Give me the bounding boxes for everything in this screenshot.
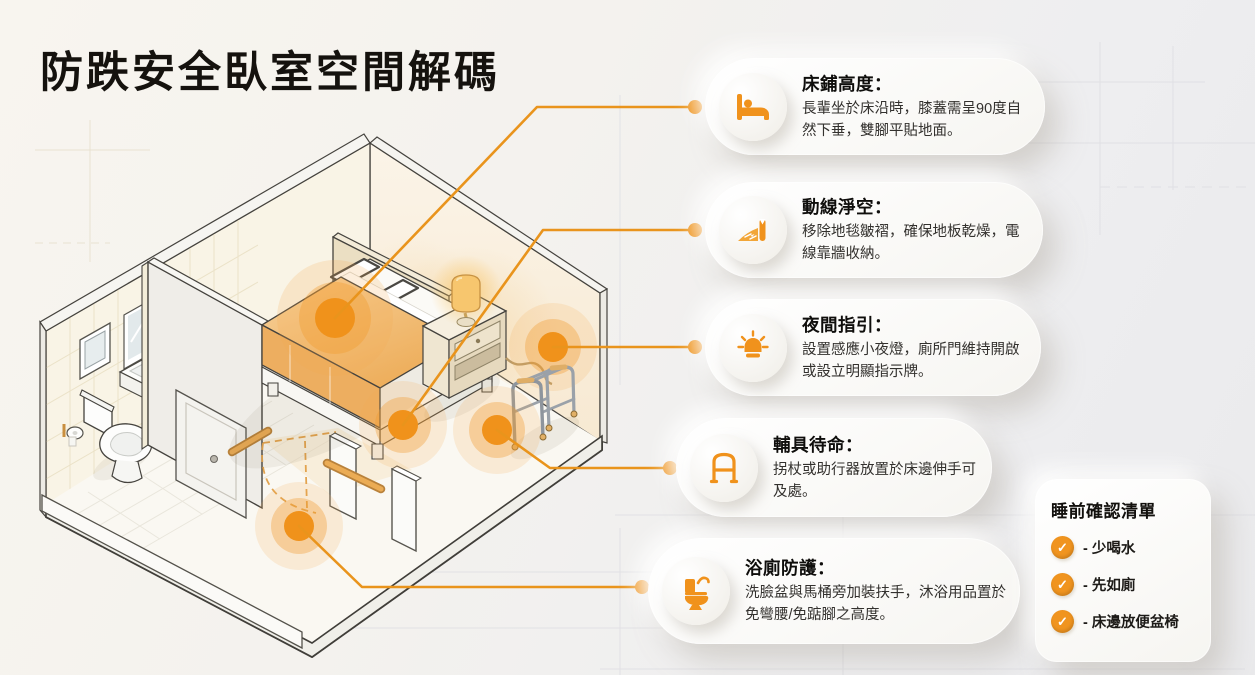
callout-card-path-clear: 動線淨空： 移除地毯皺褶，確保地板乾燥，電線靠牆收納。 xyxy=(705,182,1043,278)
checklist-item-label: - 先如廁 xyxy=(1083,578,1136,594)
checkmark-icon: ✓ xyxy=(1051,536,1074,559)
callout-card-aid-standby: 輔具待命： 拐杖或助行器放置於床邊伸手可及處。 xyxy=(676,418,992,517)
nightstand xyxy=(421,255,553,422)
bed-icon xyxy=(719,72,787,141)
callout-title: 床鋪高度： xyxy=(802,73,892,94)
checklist-item: ✓ - 先如廁 xyxy=(1051,573,1195,596)
callout-body: 拐杖或助行器放置於床邊伸手可及處。 xyxy=(773,461,976,500)
checklist-title: 睡前確認清單 xyxy=(1051,502,1156,521)
checklist-item-label: - 床邊放便盆椅 xyxy=(1083,615,1179,631)
callout-body: 長輩坐於床沿時，膝蓋需呈90度自然下垂，雙腳平貼地面。 xyxy=(802,100,1022,139)
door-grab-bar xyxy=(227,426,273,457)
checklist-item-label: - 少喝水 xyxy=(1083,541,1136,557)
shower-grab-bar xyxy=(322,458,386,494)
callout-title: 輔具待命： xyxy=(773,434,863,455)
callout-card-bath-protect: 浴廁防護： 洗臉盆與馬桶旁加裝扶手，沐浴用品置於免彎腰/免踮腳之高度。 xyxy=(648,538,1020,644)
checkmark-icon: ✓ xyxy=(1051,573,1074,596)
night-light-icon xyxy=(719,313,787,382)
callout-card-bed-height: 床鋪高度： 長輩坐於床沿時，膝蓋需呈90度自然下垂，雙腳平貼地面。 xyxy=(705,58,1045,155)
callout-title: 夜間指引： xyxy=(802,314,892,335)
callout-title: 浴廁防護： xyxy=(745,558,835,579)
callout-body: 設置感應小夜燈，廁所門維持開啟或設立明顯指示牌。 xyxy=(802,341,1020,380)
shower-area xyxy=(261,428,423,553)
checklist-item: ✓ - 床邊放便盆椅 xyxy=(1051,610,1195,633)
bedside-lamp xyxy=(451,274,481,327)
callout-title: 動線淨空： xyxy=(802,197,892,218)
bathroom-partition-wall xyxy=(141,257,273,520)
callout-card-night-guide: 夜間指引： 設置感應小夜燈，廁所門維持開啟或設立明顯指示牌。 xyxy=(705,299,1041,396)
walker-icon xyxy=(690,433,758,502)
shower-glass-panel-2 xyxy=(391,467,417,553)
bathroom-door xyxy=(175,388,247,520)
callout-body: 移除地毯皺褶，確保地板乾燥，電線靠牆收納。 xyxy=(802,224,1020,262)
callout-body: 洗臉盆與馬桶旁加裝扶手，沐浴用品置於免彎腰/免踮腳之高度。 xyxy=(745,585,1006,623)
checklist-item: ✓ - 少喝水 xyxy=(1051,536,1195,559)
walker xyxy=(510,364,580,460)
shower-dashed-outline xyxy=(261,431,337,514)
toilet xyxy=(79,389,153,484)
checkmark-icon: ✓ xyxy=(1051,610,1074,633)
shelf xyxy=(454,342,501,381)
connector-dots xyxy=(635,100,702,594)
page-title: 防跌安全臥室空間解碼 xyxy=(40,49,500,97)
window xyxy=(79,321,111,381)
checklist-card: 睡前確認清單 ✓ - 少喝水 ✓ - 先如廁 ✓ - 床邊放便盆椅 xyxy=(1035,479,1211,662)
bathroom-front-low-wall xyxy=(41,493,303,650)
door-handle xyxy=(210,455,218,463)
clear-path-icon xyxy=(719,196,787,264)
callout-connectors xyxy=(297,105,697,589)
toilet-icon xyxy=(662,557,730,625)
toilet-paper-holder xyxy=(62,424,84,447)
